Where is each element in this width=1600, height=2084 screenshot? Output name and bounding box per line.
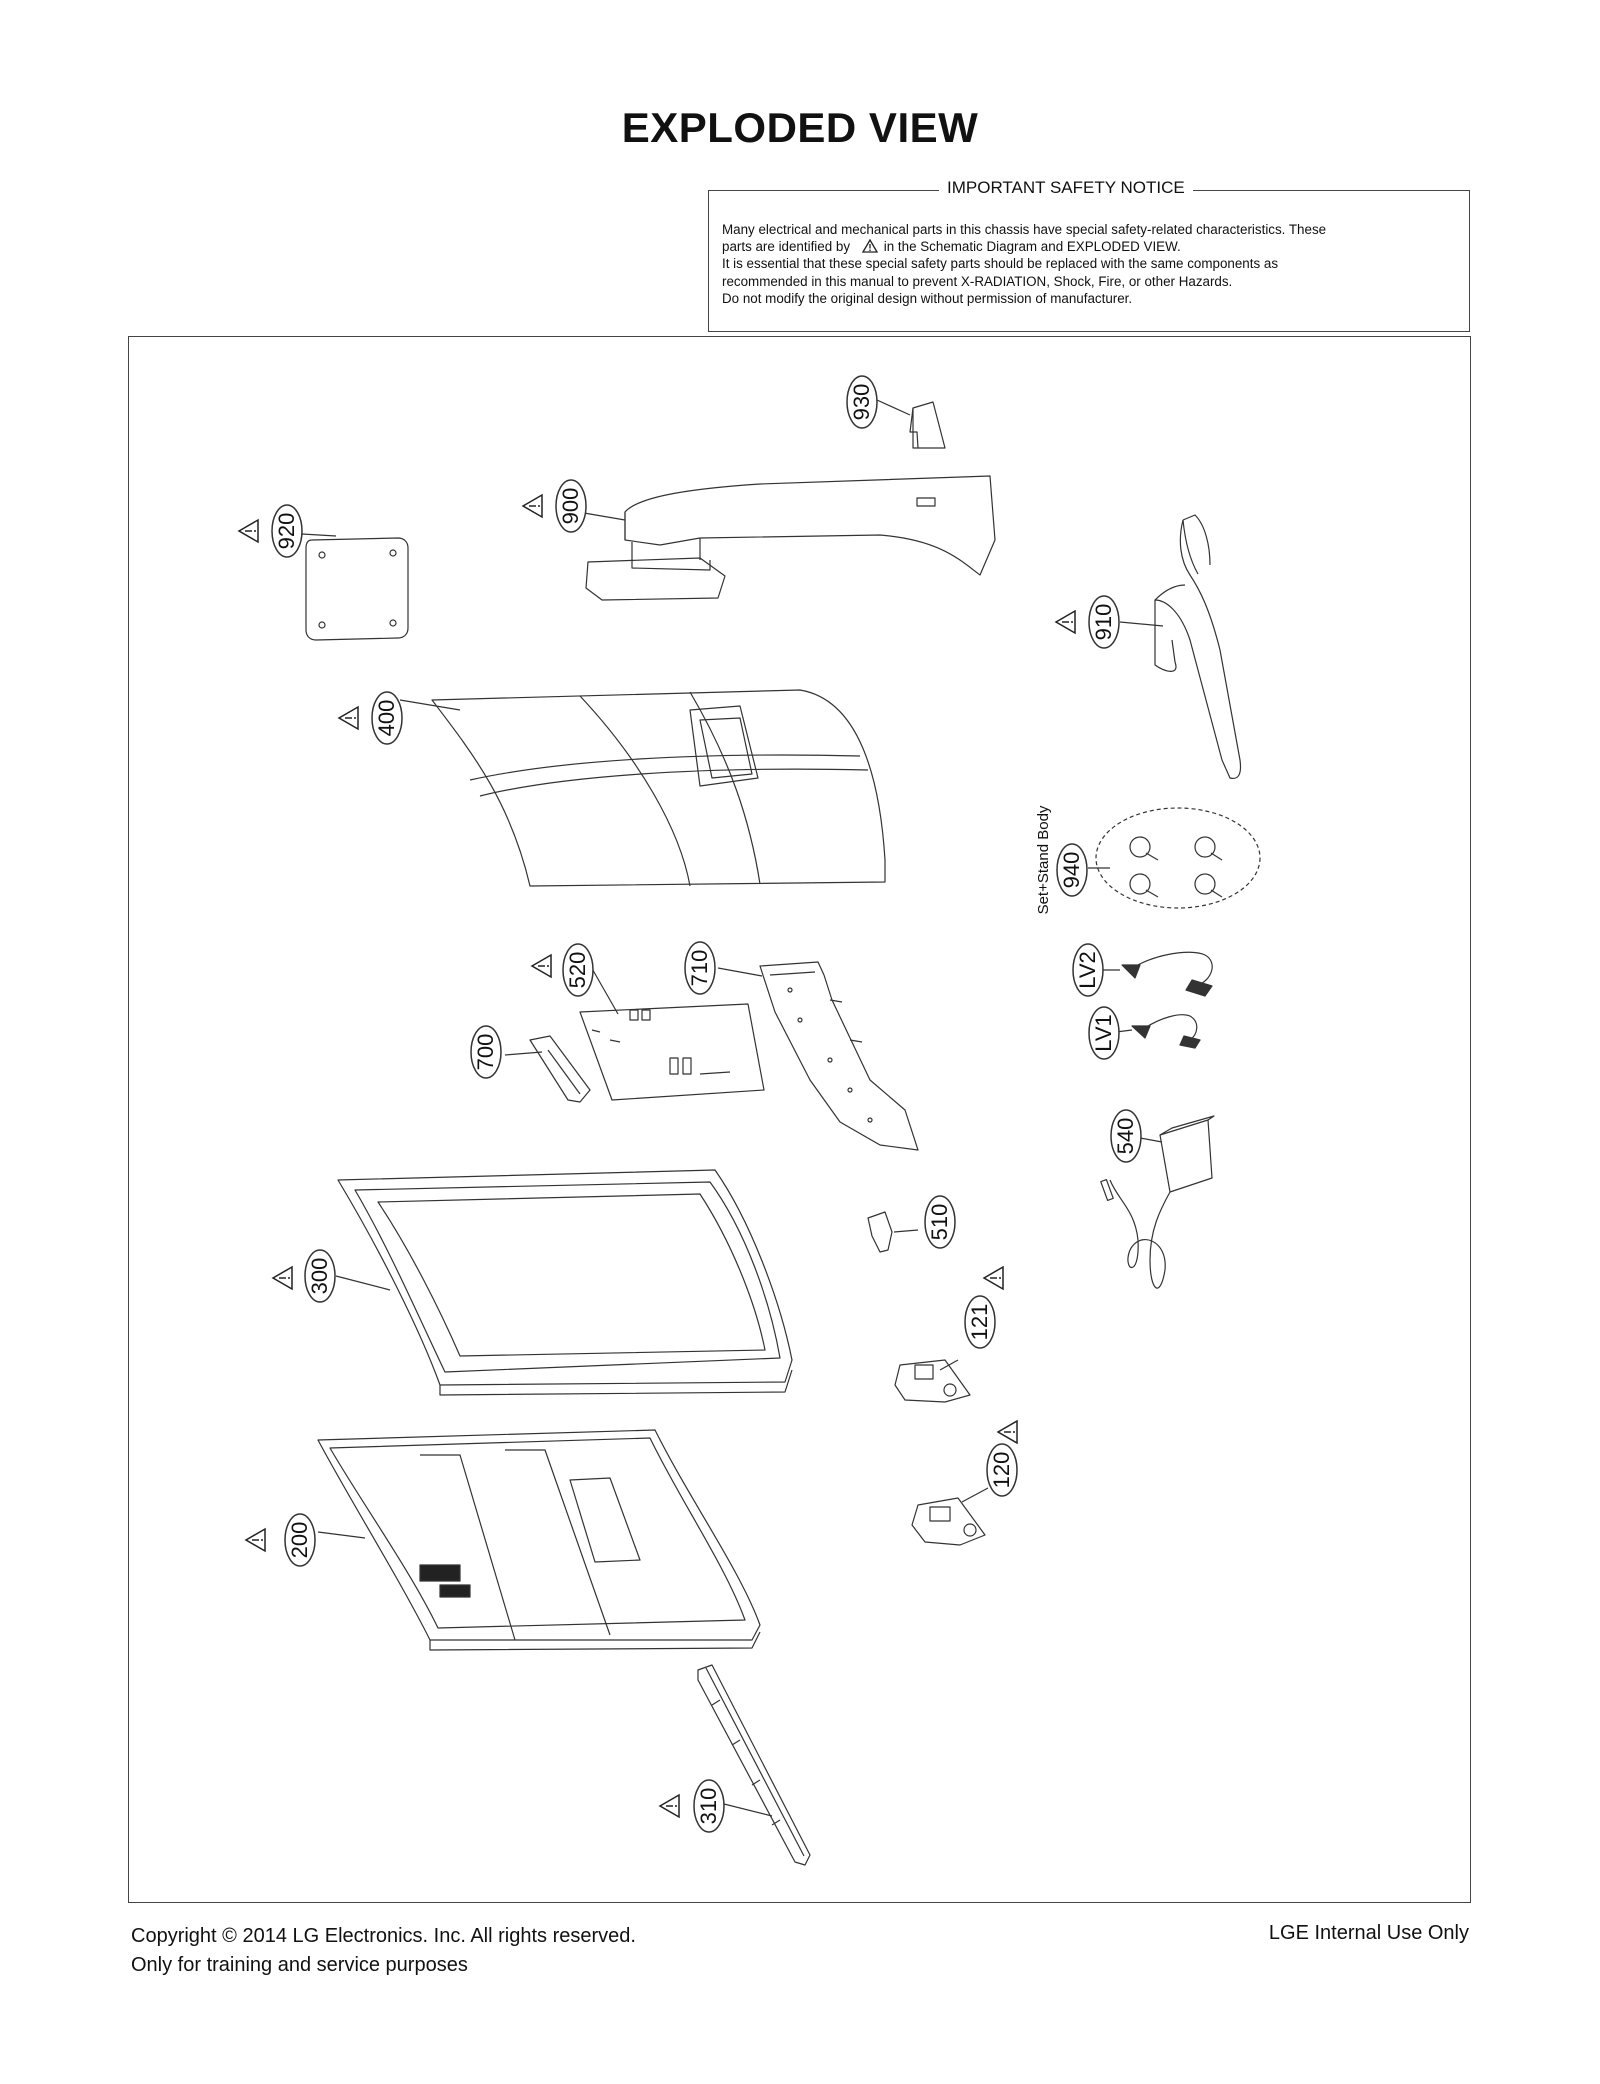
warning-triangle-icon xyxy=(983,1266,1004,1290)
safety-notice-box: IMPORTANT SAFETY NOTICE Many electrical … xyxy=(708,178,1470,332)
part-400-back-cover xyxy=(431,689,886,887)
leader-310 xyxy=(723,1803,773,1817)
callout-lv2: LV2 xyxy=(1072,943,1104,997)
callout-940-label: 940 xyxy=(1059,852,1084,889)
callout-930-label: 930 xyxy=(849,384,874,421)
callout-120: 120 xyxy=(986,1443,1018,1497)
callout-710: 710 xyxy=(684,941,716,995)
callout-121: 121 xyxy=(964,1295,996,1349)
part-300-middle-frame xyxy=(337,1169,793,1396)
leader-120 xyxy=(961,1487,989,1503)
leader-920 xyxy=(301,533,337,537)
part-lv1-cable xyxy=(1131,1014,1201,1049)
callout-lv1-label: LV1 xyxy=(1091,1014,1116,1052)
callout-910: 910 xyxy=(1088,595,1120,649)
leader-710 xyxy=(717,967,763,977)
callout-310-label: 310 xyxy=(696,1788,721,1825)
callout-900-label: 900 xyxy=(558,488,583,525)
callout-710-label: 710 xyxy=(687,950,712,987)
leader-700 xyxy=(504,1051,543,1056)
leader-400 xyxy=(399,699,461,711)
part-310-bottom-cover xyxy=(697,1664,811,1866)
part-920-vesa-plate xyxy=(305,537,409,641)
part-121-speaker xyxy=(894,1359,971,1403)
warning-triangle-icon xyxy=(997,1420,1018,1444)
part-710-bracket xyxy=(759,961,919,1151)
leader-510 xyxy=(893,1229,919,1233)
notice-line-2b: in the Schematic Diagram and EXPLODED VI… xyxy=(883,239,1181,255)
callout-200: 200 xyxy=(284,1513,316,1567)
copyright-text: Copyright © 2014 LG Electronics. Inc. Al… xyxy=(131,1925,636,1947)
callout-400-label: 400 xyxy=(374,700,399,737)
leader-910 xyxy=(1119,621,1164,627)
part-940-screws xyxy=(1095,807,1261,909)
callout-920-label: 920 xyxy=(274,513,299,550)
notice-line-4: recommended in this manual to prevent X-… xyxy=(722,273,1233,289)
purpose-text: Only for training and service purposes xyxy=(131,1954,468,1976)
part-lv2-cable xyxy=(1121,951,1213,997)
warning-triangle-icon xyxy=(861,239,878,253)
part-520-main-board xyxy=(579,1003,765,1101)
callout-520-label: 520 xyxy=(565,952,590,989)
callout-520: 520 xyxy=(562,943,594,997)
leader-200 xyxy=(317,1531,366,1539)
callout-540: 540 xyxy=(1110,1109,1142,1163)
leader-930 xyxy=(876,399,911,416)
callout-930: 930 xyxy=(846,375,878,429)
callout-120-label: 120 xyxy=(989,1452,1014,1489)
callout-700-label: 700 xyxy=(473,1034,498,1071)
safety-notice-body: Many electrical and mechanical parts in … xyxy=(722,221,1456,307)
leader-300 xyxy=(335,1275,391,1291)
notice-line-5: Do not modify the original design withou… xyxy=(722,290,1133,306)
callout-540-label: 540 xyxy=(1113,1118,1138,1155)
callout-300: 300 xyxy=(304,1249,336,1303)
notice-line-2a: parts are identified by xyxy=(722,239,851,255)
leader-520 xyxy=(589,964,619,1015)
callout-lv1: LV1 xyxy=(1088,1006,1120,1060)
part-700-small-bracket xyxy=(529,1035,591,1103)
callout-200-label: 200 xyxy=(287,1522,312,1559)
callout-510: 510 xyxy=(924,1195,956,1249)
internal-use-text: LGE Internal Use Only xyxy=(1268,1922,1469,1944)
safety-notice-heading: IMPORTANT SAFETY NOTICE xyxy=(939,178,1193,198)
callout-940: 940 xyxy=(1056,843,1088,897)
part-930-stand-cap xyxy=(909,401,946,449)
notice-line-1: Many electrical and mechanical parts in … xyxy=(722,222,1327,237)
callout-lv2-label: LV2 xyxy=(1075,951,1100,989)
footer-left: Copyright © 2014 LG Electronics. Inc. Al… xyxy=(131,1922,636,1980)
exploded-view-frame xyxy=(128,336,1471,1903)
warning-triangle-icon xyxy=(522,494,543,518)
part-910-stand-base xyxy=(1154,514,1242,780)
callout-700: 700 xyxy=(470,1025,502,1079)
part-200-rear-chassis xyxy=(317,1429,761,1651)
warning-triangle-icon xyxy=(238,519,259,543)
warning-triangle-icon xyxy=(1055,610,1076,634)
callout-920: 920 xyxy=(271,504,303,558)
callout-510-label: 510 xyxy=(927,1204,952,1241)
part-540-power-adapter xyxy=(1100,1115,1215,1289)
leader-540 xyxy=(1139,1137,1163,1143)
callout-310: 310 xyxy=(693,1779,725,1833)
warning-triangle-icon xyxy=(272,1266,293,1290)
warning-triangle-icon xyxy=(245,1528,266,1552)
warning-triangle-icon xyxy=(659,1794,680,1818)
leader-900 xyxy=(583,512,626,521)
page-title: EXPLODED VIEW xyxy=(621,104,979,151)
callout-900: 900 xyxy=(555,479,587,533)
callout-300-label: 300 xyxy=(307,1258,332,1295)
part-510-clip xyxy=(867,1211,893,1253)
warning-triangle-icon xyxy=(338,706,359,730)
notice-line-3: It is essential that these special safet… xyxy=(722,256,1279,272)
leader-121 xyxy=(939,1359,959,1371)
warning-triangle-icon xyxy=(531,954,552,978)
part-120-speaker xyxy=(911,1497,986,1546)
callout-910-label: 910 xyxy=(1091,604,1116,641)
part-900-stand-neck xyxy=(585,475,996,601)
callout-121-label: 121 xyxy=(967,1304,992,1341)
notice-line-2: parts are identified by in the Schematic… xyxy=(722,238,1456,255)
callout-400: 400 xyxy=(371,691,403,745)
callout-940-note: Set+Stand Body xyxy=(1035,805,1052,914)
